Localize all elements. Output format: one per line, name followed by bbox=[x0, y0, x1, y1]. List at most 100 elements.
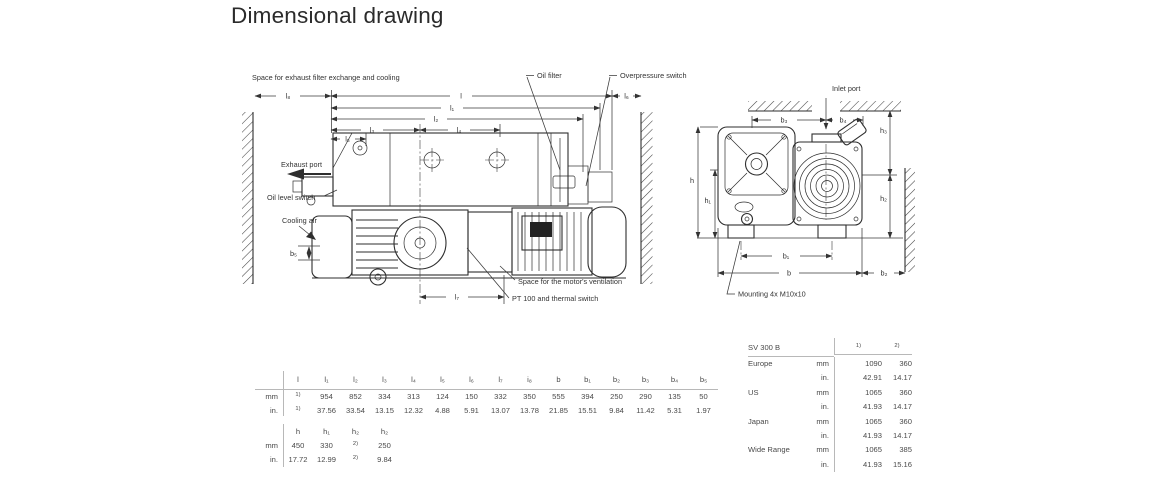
cell: 360 bbox=[899, 387, 912, 397]
cell: 135 bbox=[668, 392, 681, 401]
cell: 15.51 bbox=[577, 406, 597, 415]
cell: 290 bbox=[639, 392, 652, 401]
unit-label: in. bbox=[820, 373, 829, 383]
label-oil-filter: Oil filter bbox=[537, 71, 562, 80]
cell: 250 bbox=[378, 441, 391, 450]
label-exhaust-port: Exhaust port bbox=[281, 160, 322, 169]
col-header: h₁ bbox=[323, 427, 330, 436]
label-overpressure-switch: Overpressure switch bbox=[620, 71, 687, 80]
cell: 14.17 bbox=[892, 431, 912, 441]
cell: 450 bbox=[283, 439, 312, 453]
dim-label-b2: b₂ bbox=[881, 269, 888, 278]
cell: 350 bbox=[523, 392, 536, 401]
dimensional-drawing: l₈ l l₆ l₁ l₂ l₃ l₄ l₅ l₇ b₅ Space for e… bbox=[242, 71, 915, 304]
unit-label: mm bbox=[265, 441, 278, 450]
dim-label-l7: l₇ bbox=[455, 293, 460, 302]
oil-box bbox=[717, 126, 796, 226]
motor-fins bbox=[517, 212, 582, 271]
cell-footnote: 2) bbox=[352, 455, 359, 461]
page-title: Dimensional drawing bbox=[231, 3, 444, 28]
cell: 124 bbox=[436, 392, 449, 401]
unit-label: in. bbox=[820, 431, 829, 441]
region-label: Japan bbox=[748, 416, 769, 426]
region-label bbox=[748, 400, 804, 414]
region-label: Wide Range bbox=[748, 445, 790, 455]
col-header: h bbox=[283, 424, 312, 439]
cell: 17.72 bbox=[283, 453, 312, 467]
col-header: 1) bbox=[834, 338, 882, 355]
cell-footnote: 1) bbox=[283, 402, 312, 416]
cell: 41.93 bbox=[834, 429, 882, 444]
cell: 14.17 bbox=[892, 402, 912, 412]
side-view: l₈ l l₆ l₁ l₂ l₃ l₄ l₅ l₇ b₅ Space for e… bbox=[242, 71, 687, 304]
unit-label: mm bbox=[816, 359, 829, 368]
cell: 37.56 bbox=[316, 406, 336, 415]
unit-label: mm bbox=[816, 387, 829, 397]
cell: 9.84 bbox=[377, 455, 392, 464]
dim-label-l6: l₆ bbox=[624, 92, 629, 101]
dim-label-h1: h₁ bbox=[704, 196, 711, 205]
unit-label: in. bbox=[269, 406, 278, 415]
dim-label-l1: l₁ bbox=[450, 104, 455, 113]
cell: 11.42 bbox=[636, 406, 655, 415]
cell: 150 bbox=[465, 392, 478, 401]
cell: 1065 bbox=[834, 385, 882, 401]
unit-label: mm bbox=[816, 416, 829, 426]
cell: 13.07 bbox=[490, 406, 510, 415]
cell: 360 bbox=[899, 359, 912, 368]
cell-footnote: 1) bbox=[283, 388, 312, 402]
col-header: h₂ bbox=[351, 427, 360, 436]
cell: 5.91 bbox=[464, 406, 479, 415]
col-header: l₇ bbox=[486, 371, 515, 390]
mounting-feet bbox=[697, 224, 903, 260]
unit-label: in. bbox=[269, 455, 278, 464]
left-wall bbox=[242, 112, 254, 284]
label-space-motor-vent: Space for the motor's ventilation bbox=[518, 277, 622, 286]
dim-label-h3: h₃ bbox=[880, 126, 887, 135]
ceiling bbox=[748, 101, 901, 112]
dimension-lines-front bbox=[695, 110, 906, 276]
col-header: h₂ bbox=[380, 427, 389, 436]
col-header: b₂ bbox=[602, 371, 631, 390]
region-label bbox=[748, 458, 804, 472]
cell-footnote: 2) bbox=[352, 441, 359, 447]
col-header: l₂ bbox=[341, 371, 370, 390]
label-oil-level-switch: Oil level switch bbox=[267, 193, 315, 202]
cell: 41.93 bbox=[834, 400, 882, 415]
right-wall bbox=[640, 112, 653, 284]
cell: 4.88 bbox=[435, 406, 450, 415]
region-label: Europe bbox=[748, 359, 773, 368]
fan-housing bbox=[792, 118, 867, 226]
label-mounting: Mounting 4x M10x10 bbox=[738, 290, 806, 299]
dim-label-h2: h₂ bbox=[880, 194, 887, 203]
variant-table-title: SV 300 B bbox=[748, 340, 834, 357]
cell: 852 bbox=[349, 392, 362, 401]
dim-label-b3: b₃ bbox=[780, 116, 787, 125]
cell: 555 bbox=[552, 392, 565, 401]
unit-label: mm bbox=[265, 392, 278, 401]
cell: 5.31 bbox=[667, 406, 682, 415]
cell: 334 bbox=[378, 392, 391, 401]
cell: 1065 bbox=[834, 414, 882, 430]
exhaust-pipe bbox=[292, 176, 334, 206]
lifting-point-marks bbox=[420, 148, 509, 172]
cell: 313 bbox=[407, 392, 420, 401]
cell: 330 bbox=[320, 441, 333, 450]
cell: 360 bbox=[899, 416, 912, 426]
table-corner bbox=[255, 371, 283, 390]
pump-cylinder bbox=[332, 132, 613, 207]
label-pt100: PT 100 and thermal switch bbox=[512, 294, 598, 303]
fan-grille bbox=[467, 211, 513, 273]
right-wall-front bbox=[904, 168, 915, 272]
region-label bbox=[748, 371, 804, 385]
dim-label-b1: b₁ bbox=[783, 252, 790, 261]
extension-lines-front bbox=[700, 116, 897, 277]
dim-label-l3: l₃ bbox=[370, 126, 375, 135]
cooling-air-arrow bbox=[298, 225, 316, 240]
col-header: b₅ bbox=[689, 371, 718, 390]
cell: 41.93 bbox=[834, 457, 882, 473]
dim-label-b5: b₅ bbox=[290, 249, 297, 258]
cell: 250 bbox=[610, 392, 623, 401]
dim-label-h: h bbox=[690, 176, 694, 185]
cell: 50 bbox=[699, 392, 708, 401]
